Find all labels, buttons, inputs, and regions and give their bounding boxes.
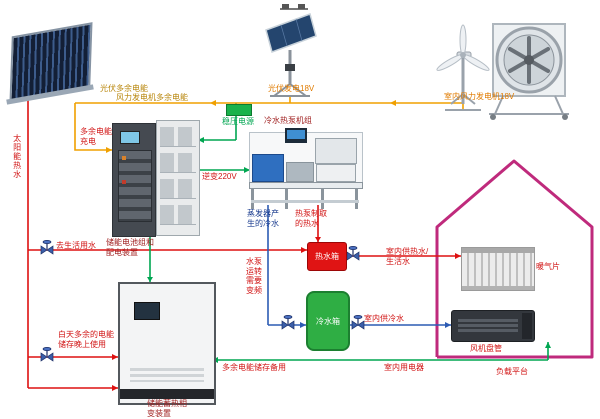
fan-coil-end-cap <box>522 313 532 339</box>
monitor-screen <box>287 130 305 139</box>
label-wind-generation: 室内风力发电机18V <box>444 92 515 101</box>
label-pv-surplus: 光伏多余电能 <box>100 84 148 93</box>
label-voltage-regulator: 稳压电源 <box>222 117 254 126</box>
label-fan-coil: 风机盘管 <box>470 344 502 353</box>
label-indoor-cold-water: 室内供冷水 <box>364 314 404 323</box>
bench-monitor <box>285 128 307 143</box>
label-load-platform: 负载平台 <box>496 367 528 376</box>
hot-water-tank-label: 热水箱 <box>315 252 339 261</box>
pv-tracker <box>250 4 330 99</box>
radiator-bottom-bar <box>462 286 534 290</box>
label-battery-cabinet: 储能电池组和配电装置 <box>106 238 154 257</box>
indicator-light <box>122 180 126 184</box>
wind-generation-rig <box>415 6 585 121</box>
label-surplus-charge: 多余电能充电 <box>80 127 112 146</box>
label-indoor-hot-water: 室内供热水/生活水 <box>386 247 429 266</box>
valve-icon <box>281 314 295 330</box>
condenser-unit <box>286 162 314 182</box>
pv-panel <box>265 13 317 53</box>
wind-source-fan <box>489 23 569 120</box>
pv-tracker-drawing <box>265 4 317 97</box>
fan-coil-grille <box>458 319 518 333</box>
solar-thermal-collector <box>2 20 102 105</box>
voltage-regulator-box <box>226 104 252 116</box>
label-inverter-220v: 逆变220V <box>202 172 237 181</box>
label-heat-pump-unit: 冷水热泵机组 <box>264 116 312 125</box>
bench-leg <box>285 188 288 209</box>
pcm-base <box>120 389 214 399</box>
wind-rig-drawing <box>436 23 569 120</box>
bench-lower-shelf <box>251 200 359 203</box>
label-wind-surplus: 风力发电机多余电能 <box>116 93 188 102</box>
label-day-surplus-storage: 白天多余的电能储存晚上使用 <box>58 330 114 349</box>
valve-icon <box>40 346 54 362</box>
evaporator-unit <box>316 164 356 182</box>
valve-icon <box>346 245 360 261</box>
indicator-light <box>122 156 126 160</box>
battery-shelf <box>160 127 196 147</box>
label-pcm-cabinet: 储能蓄热相变装置 <box>147 399 187 418</box>
battery-cabinet-dark <box>112 123 156 237</box>
battery-shelf <box>160 205 196 225</box>
cold-water-tank-label: 冷水箱 <box>316 316 340 326</box>
battery-shelf <box>160 153 196 173</box>
label-pump-vfd-note: 水泵运转需要变频 <box>246 257 262 295</box>
label-pv-generation: 光伏发电18V <box>268 84 315 93</box>
label-to-domestic-water: 去生活用水 <box>56 241 96 250</box>
label-radiator: 暖气片 <box>536 262 560 271</box>
house-outline <box>435 159 594 359</box>
hot-water-tank: 热水箱 <box>307 242 347 271</box>
valve-icon <box>40 239 54 255</box>
bench-leg <box>321 188 324 209</box>
wind-turbine <box>436 24 490 111</box>
valve-icon <box>351 314 365 330</box>
bench-leg <box>251 188 254 209</box>
battery-cabinet-light <box>156 120 200 236</box>
bench-tabletop <box>249 182 363 189</box>
radiator-unit <box>461 247 535 291</box>
heat-pump-bench <box>249 124 363 210</box>
pcm-vents <box>130 368 204 382</box>
cabinet-screen <box>120 131 140 144</box>
fan-coil-unit <box>451 310 535 342</box>
battery-shelf <box>160 179 196 199</box>
label-surplus-note: 多余电能储存备用 <box>222 363 286 372</box>
label-indoor-appliances: 室内用电器 <box>384 363 424 372</box>
radiator-top-bar <box>462 248 534 253</box>
bench-leg <box>355 188 358 209</box>
label-heat-pump-hot-water: 热泵制取的热水 <box>295 209 327 228</box>
pcm-storage-cabinet <box>118 282 216 405</box>
cabinet-modules <box>118 150 152 222</box>
label-evaporator-cold-water: 蒸发器产生的冷水 <box>247 209 279 228</box>
dc-bus-lines <box>74 96 464 153</box>
bench-control-panel <box>315 138 357 164</box>
hot-water-pipes <box>27 96 461 391</box>
pcm-screen <box>134 302 160 320</box>
compressor-unit <box>252 154 284 182</box>
cold-water-tank: 冷水箱 <box>306 291 350 351</box>
label-solar-hot-water: 太阳能热水 <box>12 134 22 179</box>
